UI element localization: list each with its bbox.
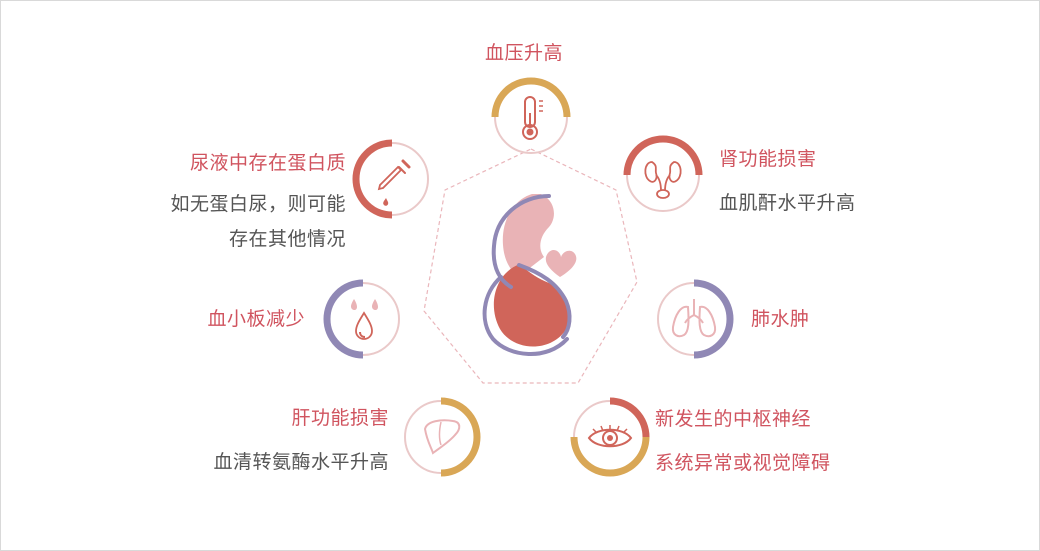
liver-title: 肝功能损害 [291,407,389,429]
kidney-icon [623,135,703,212]
vision-title: 新发生的中枢神经 [655,408,812,430]
blood-pressure-title: 血压升高 [485,42,564,64]
liver-desc: 血清转氨酶水平升高 [213,451,389,473]
kidney-title: 肾功能损害 [719,148,817,170]
vision-title-line2: 系统异常或视觉障碍 [655,452,831,474]
drops-icon [323,279,400,359]
lungs-icon [657,279,734,359]
lung-title: 肺水肿 [751,308,810,330]
heart-icon [545,250,577,277]
pregnant-woman-icon [482,194,577,356]
platelets-title: 血小板减少 [207,308,305,330]
dashed-heptagon [423,148,638,384]
liver-icon [404,397,481,477]
proteinuria-desc-line1: 如无蛋白尿，则可能 [170,193,346,215]
eye-icon [570,397,650,477]
dropper-icon [352,139,429,219]
proteinuria-desc-line2: 存在其他情况 [228,228,346,250]
thermometer-icon [491,77,571,154]
kidney-desc: 血肌酐水平升高 [719,192,856,214]
proteinuria-title: 尿液中存在蛋白质 [189,152,346,174]
